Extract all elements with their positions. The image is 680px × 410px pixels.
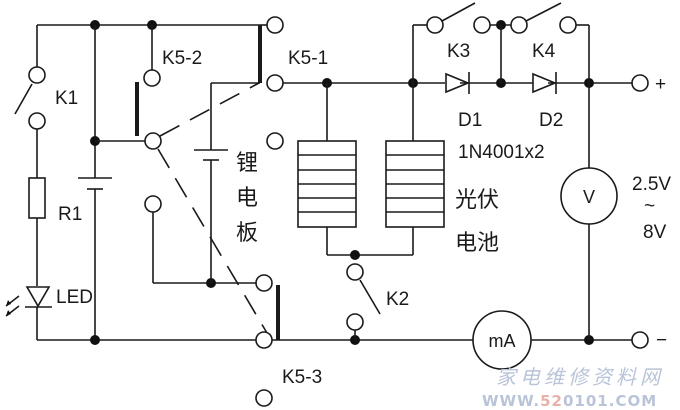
switch-k1: K1 (14, 66, 78, 130)
k3-terminal-left (426, 16, 444, 34)
li-battery-label-3: 板 (236, 221, 258, 246)
led-label: LED (56, 287, 93, 308)
k4-blade (525, 2, 562, 22)
watermark-prefix: WWW. (482, 392, 540, 410)
pv-panel-2 (385, 83, 445, 255)
k53-label: K5-3 (282, 367, 322, 388)
diode-d1: D1 (445, 72, 482, 131)
battery-lithium: 锂 电 板 (194, 82, 260, 283)
k4-label: K4 (532, 41, 556, 62)
diode-part-label: 1N4001x2 (458, 142, 545, 163)
junction-pv-bottom (350, 250, 360, 260)
watermark-suffix: 0101.COM (563, 392, 657, 410)
k4-terminal-left (510, 16, 528, 34)
switch-k5: K5-2 K5-1 K5-3 (135, 16, 328, 407)
positive-rail: + − (283, 74, 667, 351)
voltage-range-bottom: 8V (643, 222, 667, 243)
ammeter-circle (472, 310, 532, 370)
watermark-line1: 家电维修资料网 (496, 365, 664, 389)
k51-label: K5-1 (288, 48, 328, 69)
switch-k4: K4 (510, 2, 590, 83)
k52-terminal (143, 69, 161, 87)
k53-terminal-top (255, 274, 273, 292)
k53-terminal-bottom (255, 389, 273, 407)
voltmeter: V 2.5V ~ 8V (560, 83, 671, 340)
minus-label: − (656, 330, 667, 351)
diode-d2: D2 (532, 72, 563, 131)
resistor-r1 (28, 177, 46, 219)
pv-label-2: 电池 (455, 231, 499, 256)
d2-label: D2 (539, 110, 563, 131)
top-rail (36, 20, 262, 70)
minus-terminal (631, 331, 649, 349)
li-battery-label-2: 电 (236, 186, 258, 211)
k53-terminal-mid (255, 331, 273, 349)
k5-linkage-lower (157, 148, 268, 334)
voltage-range-top: 2.5V (632, 174, 671, 195)
k51-terminal-mid (266, 74, 284, 92)
light-emission-icon (5, 295, 20, 317)
bottom-rail (37, 335, 632, 345)
k5-terminal-left-lower (144, 195, 162, 213)
k5-common-terminal (144, 132, 162, 150)
switch-k2: K2 (346, 263, 409, 340)
led-symbol (25, 286, 51, 308)
watermark: 家电维修资料网 WWW.520101.COM (482, 365, 664, 410)
k2-blade (359, 279, 381, 315)
k1-blade (14, 83, 33, 115)
k3-label: K3 (447, 41, 470, 62)
voltmeter-label: V (583, 187, 595, 207)
k52-label: K5-2 (162, 48, 202, 69)
k51-terminal-bottom (266, 132, 284, 150)
r1-label: R1 (58, 204, 82, 225)
d2-triangle (532, 72, 558, 94)
watermark-accent: 52 (540, 392, 563, 410)
r1-led-branch: R1 LED (5, 129, 93, 340)
k5-linkage-upper (159, 82, 260, 137)
k2-terminal-top (346, 263, 364, 281)
k4-terminal-right (559, 16, 577, 34)
ammeter-label: mA (489, 331, 516, 351)
k51-terminal-top (266, 16, 284, 34)
k1-terminal-bottom (28, 112, 46, 130)
k2-label: K2 (386, 289, 409, 310)
k2-terminal-bottom (346, 313, 364, 331)
k3-blade (441, 2, 476, 22)
k1-terminal-top (28, 66, 46, 84)
d1-triangle (445, 72, 471, 94)
switch-k3: K3 (412, 2, 491, 83)
d1-label: D1 (458, 110, 482, 131)
junction-bottom-left (90, 335, 100, 345)
ammeter: mA (472, 310, 532, 370)
k3-terminal-right (473, 16, 491, 34)
li-battery-label-1: 锂 (236, 151, 258, 176)
pv-label-1: 光伏 (455, 188, 499, 213)
plus-terminal (631, 74, 649, 92)
pv-panel-1 (297, 83, 357, 255)
plus-label: + (655, 74, 666, 95)
battery-bat1 (78, 25, 145, 340)
watermark-line2: WWW.520101.COM (482, 392, 657, 410)
voltage-range-sep: ~ (644, 196, 655, 217)
k1-label: K1 (55, 88, 78, 109)
